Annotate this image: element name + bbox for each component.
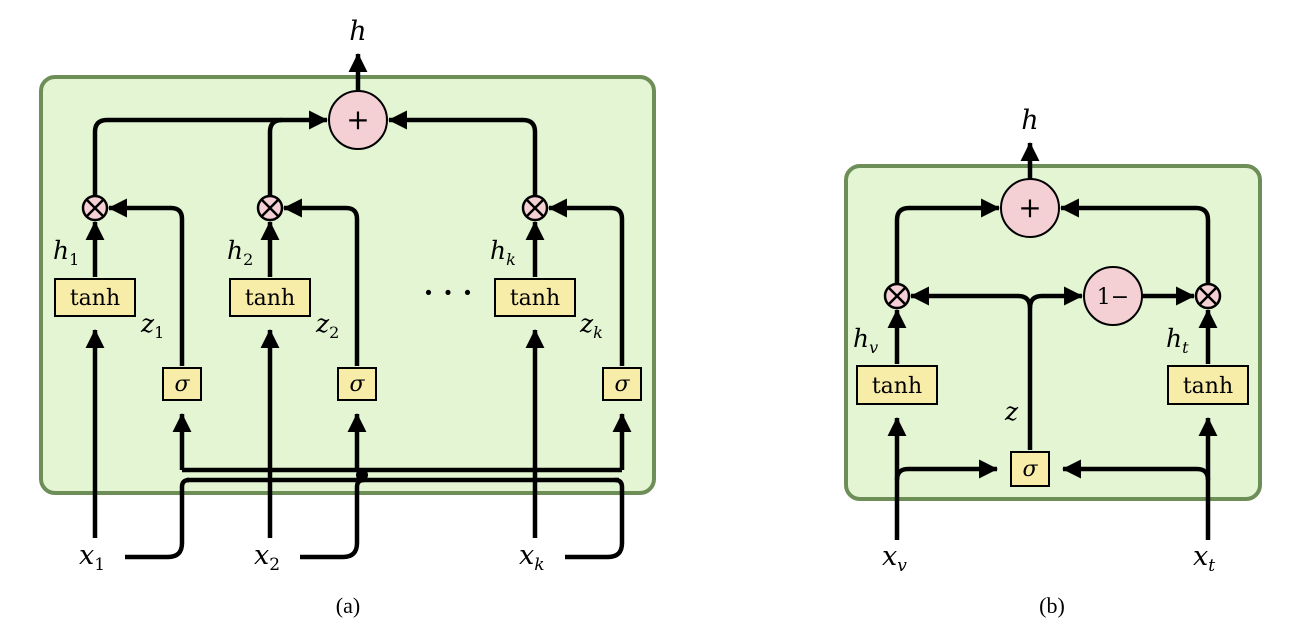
panel-b-input-xv: xv — [882, 541, 907, 576]
panel-a-z1-arrow — [108, 198, 185, 366]
panel-a-input-x2: x2 — [254, 540, 280, 575]
panel-b-right-to-sum — [1060, 198, 1211, 284]
panel-a-output-label: h — [349, 16, 366, 47]
svg-text:tanh: tanh — [1183, 374, 1233, 399]
panel-b-multiply-node-t — [1194, 282, 1222, 310]
panel-b-tanh-block-t: tanh — [1167, 365, 1249, 405]
panel-b-input-xt: xt — [1193, 541, 1215, 576]
panel-a-tanh-block-1: tanh — [54, 278, 136, 317]
panel-a-sigmoid-block-2: σ — [337, 367, 377, 401]
panel-a-caption: (a) — [336, 593, 360, 618]
panel-b-label-ht: ht — [1166, 324, 1189, 357]
panel-a: h + tanh — [39, 16, 656, 618]
panel-a-sigmoid-block-1: σ — [162, 367, 202, 401]
panel-a-z2-arrow — [283, 198, 360, 366]
panel-b-background — [844, 164, 1262, 501]
svg-text:σ: σ — [614, 372, 630, 397]
panel-a-tanh-block-2: tanh — [229, 278, 311, 317]
svg-text:σ: σ — [349, 372, 365, 397]
panel-b-sigmoid-block: σ — [1010, 451, 1050, 487]
svg-text:tanh: tanh — [70, 286, 120, 311]
panel-a-multiply-node-k — [521, 194, 549, 222]
svg-text:tanh: tanh — [510, 286, 560, 311]
panel-a-xk-hook — [565, 477, 625, 560]
panel-b-xv-to-sigmoid — [894, 459, 998, 481]
panel-b-multiply-node-v — [883, 282, 911, 310]
panel-a-label-z2: z2 — [315, 309, 339, 342]
panel-a-sigmoid-block-k: σ — [602, 367, 642, 401]
panel-a-label-h1: h1 — [53, 236, 79, 269]
panel-a-ellipsis: · · · — [424, 276, 473, 309]
panel-b-one-minus-symbol: 1− — [1097, 285, 1129, 310]
panel-a-input-x1: x1 — [79, 540, 105, 575]
panel-a-sum-symbol: + — [346, 103, 369, 136]
panel-a-label-zk: zk — [579, 309, 603, 342]
panel-a-sum-node — [328, 90, 388, 150]
panel-b-label-z: z — [1004, 397, 1019, 426]
svg-text:tanh: tanh — [872, 374, 922, 399]
panel-a-x1-hook — [125, 477, 190, 560]
panel-b-caption: (b) — [1039, 593, 1065, 618]
panel-a-branch2-to-sum — [267, 117, 283, 197]
panel-a-tanh-block-k: tanh — [494, 278, 576, 317]
svg-text:σ: σ — [1022, 457, 1038, 482]
panel-a-x2-hook — [300, 477, 365, 560]
panel-a-multiply-node-1 — [81, 194, 109, 222]
panel-a-label-h2: h2 — [227, 236, 253, 269]
svg-text:tanh: tanh — [245, 286, 295, 311]
panel-a-zk-arrow — [548, 198, 625, 366]
svg-text:σ: σ — [174, 372, 190, 397]
panel-b-output-label: h — [1021, 105, 1038, 136]
panel-b-z-to-one-minus — [1027, 286, 1083, 309]
panel-b-tanh-block-v: tanh — [856, 365, 938, 405]
panel-b-left-to-sum — [894, 198, 1000, 284]
panel-b: h + 1− tanh tanh — [844, 105, 1262, 618]
panel-a-branchk-to-sum — [388, 110, 538, 197]
panel-a-label-hk: hk — [490, 236, 516, 269]
panel-a-branch1-to-sum — [92, 110, 328, 197]
panel-b-sum-symbol: + — [1018, 191, 1041, 224]
panel-a-input-xk: xk — [519, 540, 545, 575]
panel-a-label-z1: z1 — [140, 309, 164, 342]
panel-b-label-hv: hv — [853, 324, 878, 357]
panel-a-multiply-node-2 — [256, 194, 284, 222]
panel-a-junction — [356, 469, 368, 481]
panel-b-sum-node — [1000, 178, 1060, 238]
panel-b-xt-to-sigmoid — [1062, 459, 1211, 481]
